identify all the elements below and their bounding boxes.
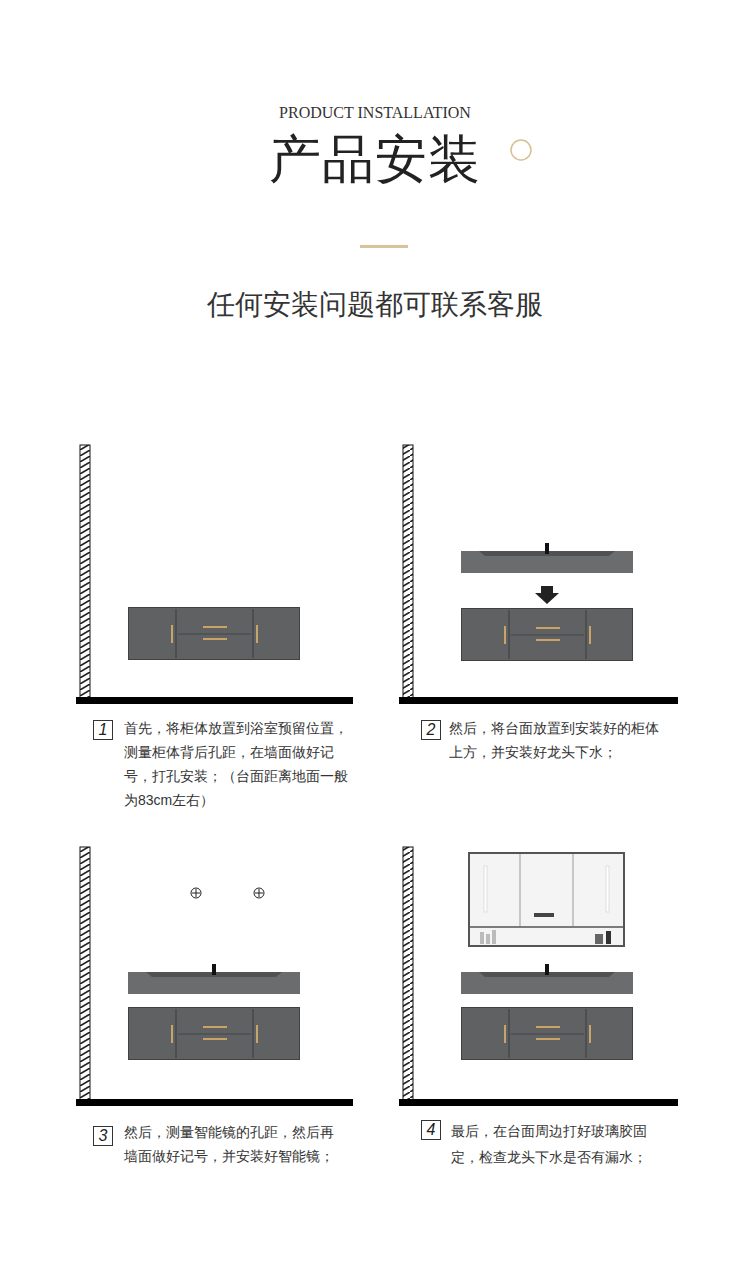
- step-number: 1: [99, 721, 108, 739]
- step-text: 然后，将台面放置到安装好的柜体上方，并安装好龙头下水；: [449, 716, 671, 764]
- subtitle-en: PRODUCT INSTALLATION: [0, 104, 750, 122]
- step-number-box: 3: [93, 1126, 113, 1146]
- step-text: 然后，测量智能镜的孔距，然后再墙面做好记号，并安装好智能镜；: [124, 1120, 346, 1168]
- step-number: 3: [99, 1127, 108, 1145]
- subtitle: 任何安装问题都可联系客服: [0, 287, 750, 323]
- step-text: 最后，在台面周边打好玻璃胶固定，检查龙头下水是否有漏水；: [451, 1118, 673, 1170]
- step-number: 2: [427, 721, 436, 739]
- page-title: 产品安装: [0, 130, 750, 190]
- step-number-box: 1: [93, 720, 113, 740]
- step-number-box: 4: [421, 1120, 441, 1140]
- step-text: 首先，将柜体放置到浴室预留位置，测量柜体背后孔距，在墙面做好记号，打孔安装；（台…: [124, 716, 356, 812]
- step-number-box: 2: [421, 720, 441, 740]
- step-number: 4: [427, 1121, 436, 1139]
